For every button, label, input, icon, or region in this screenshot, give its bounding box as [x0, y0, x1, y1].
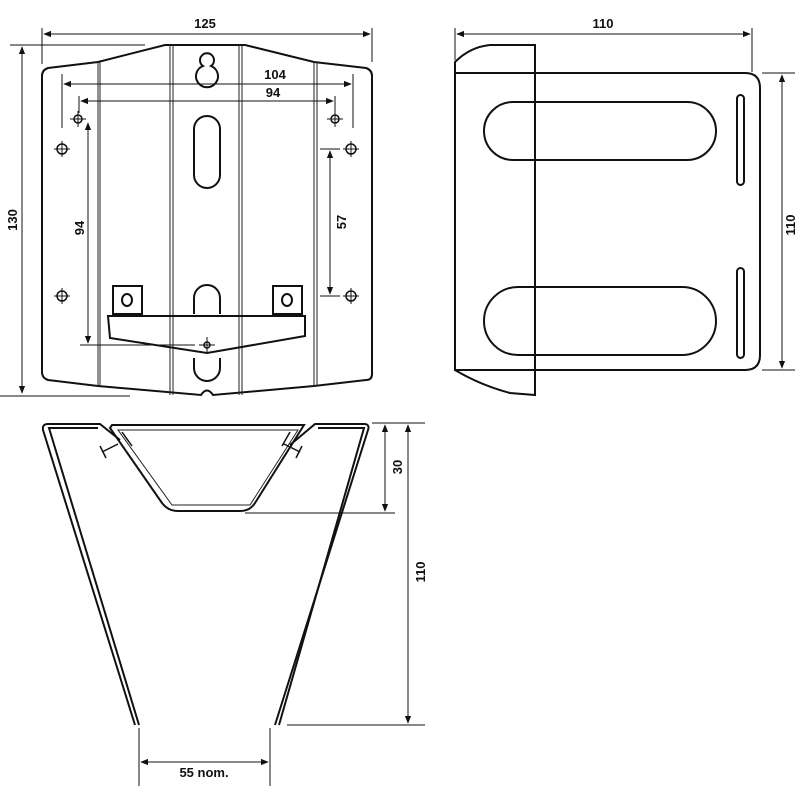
screw-brackets [112, 285, 303, 315]
upper-slot [193, 115, 221, 189]
side-slot-lower [483, 286, 717, 356]
dim-tray-depth: 30 [390, 460, 405, 474]
keyhole-slot [195, 52, 219, 89]
dim-bracket-height: 110 [413, 562, 428, 583]
front-view: 125 130 104 94 94 57 [0, 16, 373, 397]
tray-lip [106, 315, 306, 355]
dim-front-height: 130 [5, 209, 20, 231]
screw-tabs [99, 431, 303, 459]
lower-slot-end [193, 358, 221, 382]
dim-right-vertical-spacing: 57 [334, 215, 349, 229]
dim-opening-width: 55 nom. [179, 765, 228, 780]
dim-inner-hole-spacing: 94 [266, 85, 281, 100]
dim-outer-hole-spacing: 104 [264, 67, 286, 82]
mounting-holes [56, 114, 357, 349]
side-small-slot-upper [736, 94, 745, 186]
dim-left-vertical-spacing: 94 [72, 220, 87, 235]
front-plate-outline [41, 44, 373, 397]
side-slot-upper [483, 101, 717, 161]
bottom-view: 30 110 55 nom. [41, 422, 428, 786]
dim-front-width: 125 [194, 16, 216, 31]
side-small-slot-lower [736, 267, 745, 359]
side-view: 110 110 [454, 16, 798, 397]
inner-tray [108, 424, 306, 512]
side-top-flange [454, 44, 536, 73]
side-bottom-flange [454, 369, 536, 397]
outer-v-bracket [41, 423, 136, 726]
dim-side-width: 110 [593, 16, 614, 31]
dim-side-height: 110 [783, 215, 798, 236]
side-plate-outline [454, 72, 761, 371]
lower-slot [193, 284, 221, 314]
hole-centerlines [54, 111, 359, 353]
